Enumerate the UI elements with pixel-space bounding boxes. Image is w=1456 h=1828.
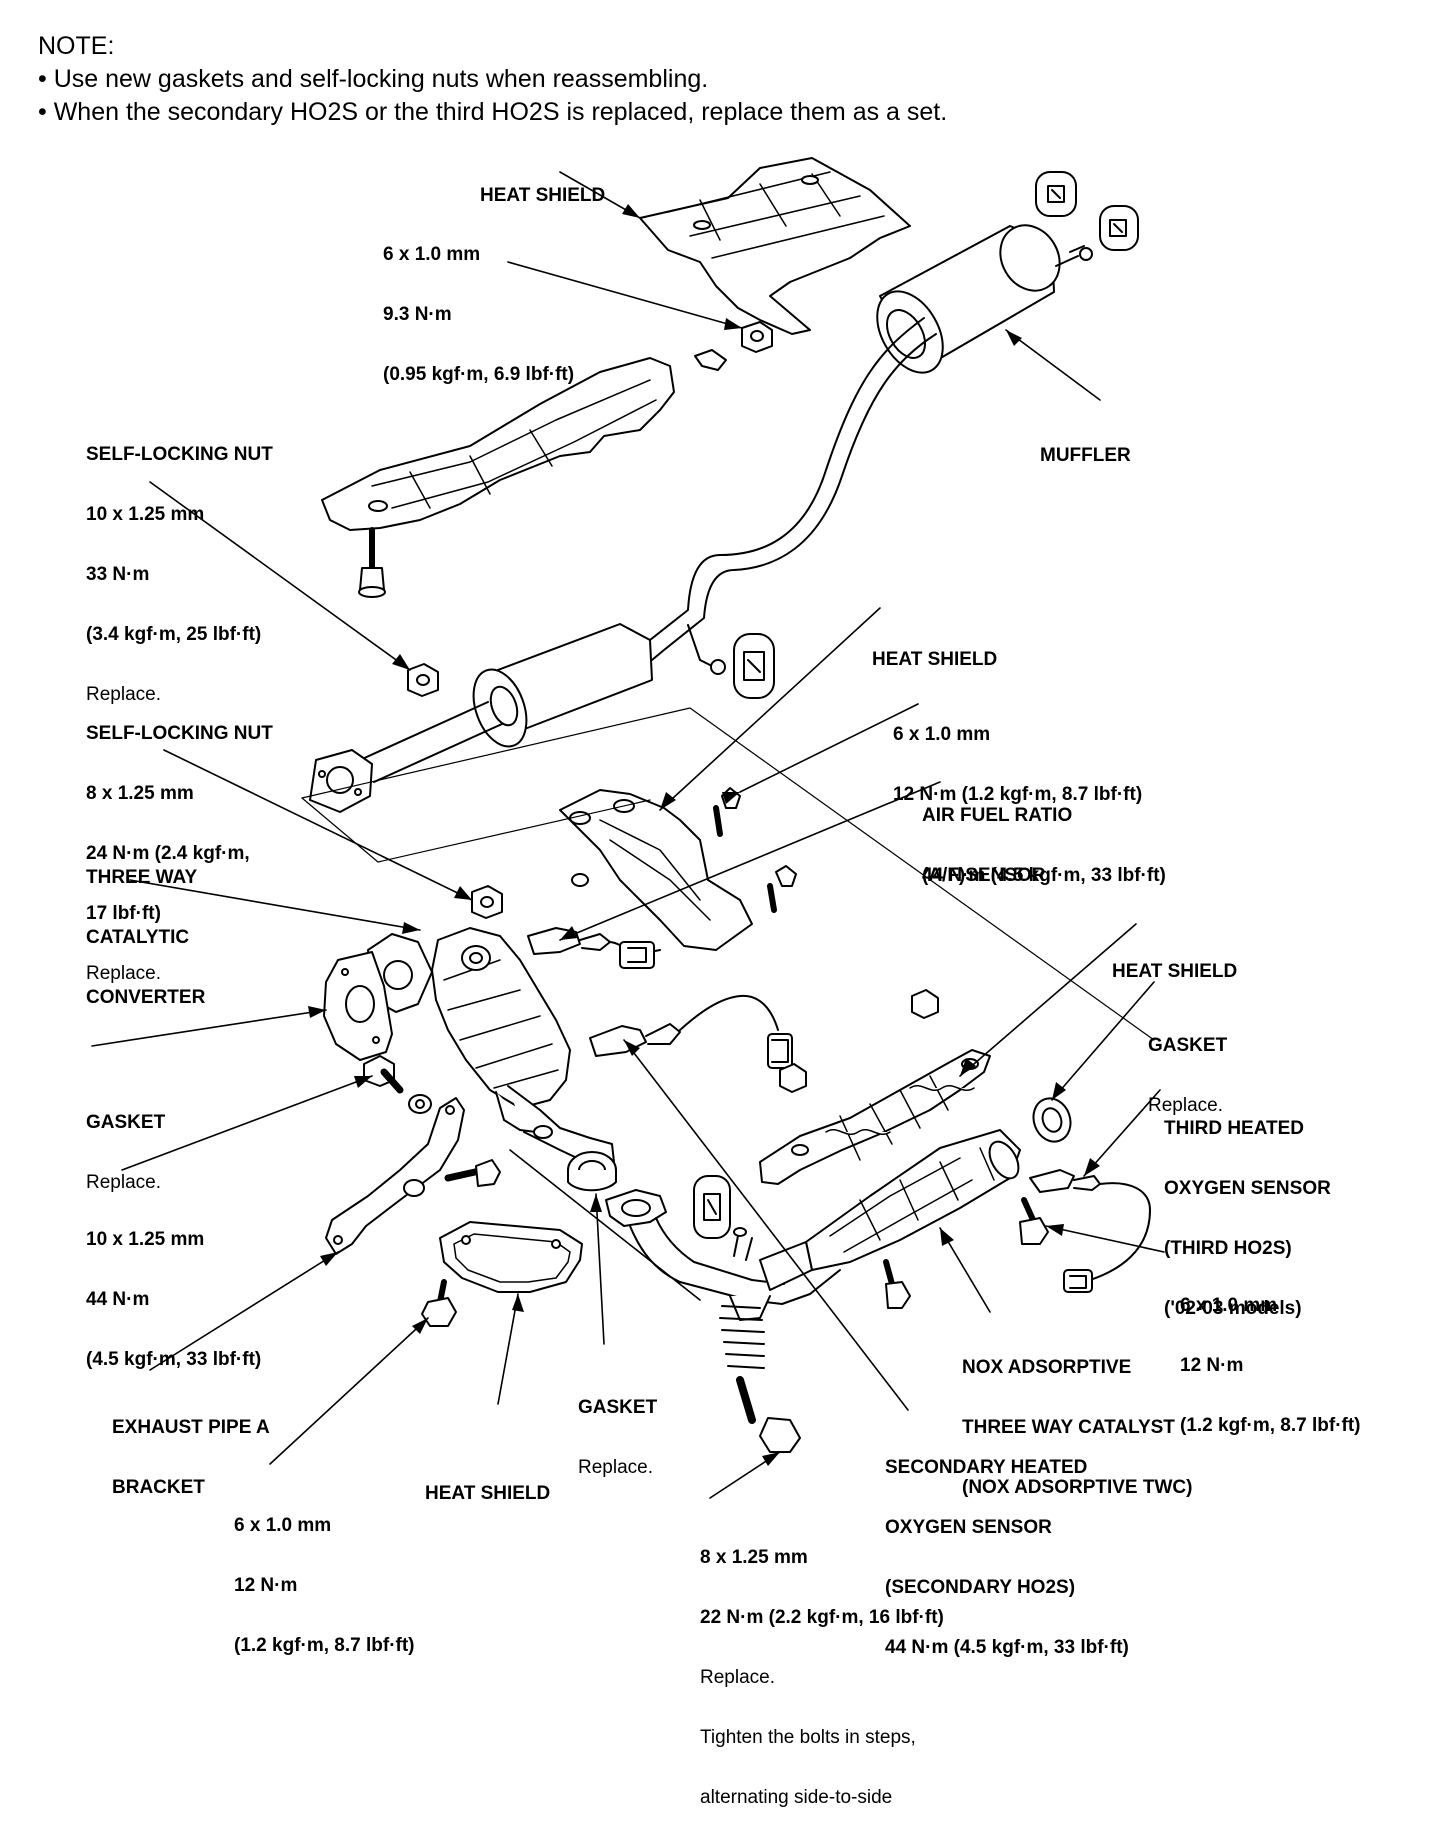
label-gasket-right: GASKET Replace. xyxy=(1148,1035,1228,1116)
nuts-heat-shield-right xyxy=(779,989,939,1093)
resonator-part xyxy=(309,623,653,813)
exhaust-system-diagram xyxy=(91,157,1165,1499)
heat-shield-mid-part xyxy=(559,789,753,951)
label-bolt-6x1-bottom: 6 x 1.0 mm 12 N·m (1.2 kgf·m, 8.7 lbf·ft… xyxy=(234,1515,415,1656)
muffler-part xyxy=(876,224,1093,374)
hanger-rubber-bottom xyxy=(693,1175,731,1239)
three-way-catalytic-converter-part xyxy=(367,927,615,1167)
label-three-way-catalytic-converter: THREE WAY CATALYTIC CONVERTER xyxy=(86,867,206,1008)
label-bolt-8x125: 8 x 1.25 mm 22 N·m (2.2 kgf·m, 16 lbf·ft… xyxy=(700,1547,944,1808)
label-nox-adsorptive-twc: NOX ADSORPTIVE THREE WAY CATALYST (NOX A… xyxy=(962,1357,1193,1498)
exhaust-pipe-a-bracket-part xyxy=(325,1097,465,1255)
third-ho2s-part xyxy=(1029,1169,1151,1293)
note-item-ho2s: • When the secondary HO2S or the third H… xyxy=(38,98,948,126)
nut-top-part xyxy=(694,321,773,371)
label-bolt-10x125: 10 x 1.25 mm 44 N·m (4.5 kgf·m, 33 lbf·f… xyxy=(86,1229,262,1370)
heat-shield-bottom-part xyxy=(439,1221,583,1293)
nut-self-locking-8-part xyxy=(471,885,503,919)
gasket-bottom-part xyxy=(567,1151,617,1192)
heat-shield-upper-mid-part xyxy=(321,357,675,531)
label-heat-shield-mid: HEAT SHIELD xyxy=(872,649,998,670)
secondary-ho2s-part xyxy=(589,994,793,1069)
bolt-heat-shield-upper-part xyxy=(358,527,386,598)
label-gasket-bottom: GASKET Replace. xyxy=(578,1397,658,1478)
note-heading: NOTE: xyxy=(38,32,115,60)
bolt-heat-shield-bottom-part xyxy=(421,1279,457,1327)
note-block: NOTE: • Use new gaskets and self-locking… xyxy=(38,30,947,129)
bolts-nox-twc xyxy=(883,1197,1049,1309)
bolt-bracket-part xyxy=(403,1159,501,1197)
label-gasket-left: GASKET Replace. xyxy=(86,1112,166,1193)
label-heat-shield-top: HEAT SHIELD xyxy=(480,185,606,206)
label-third-ho2s: THIRD HEATED OXYGEN SENSOR (THIRD HO2S) … xyxy=(1164,1118,1331,1319)
assembly-outline xyxy=(301,707,1155,1041)
hanger-rubbers-top xyxy=(1035,171,1139,251)
label-af-sensor-torque: 44 N·m (4.5 kgf·m, 33 lbf·ft) xyxy=(922,865,1166,886)
label-af-sensor: AIR FUEL RATIO (A/F)SENSOR xyxy=(922,805,1073,886)
label-secondary-ho2s: SECONDARY HEATED OXYGEN SENSOR (SECONDAR… xyxy=(885,1457,1129,1658)
label-exhaust-pipe-a-bracket: EXHAUST PIPE A BRACKET xyxy=(112,1417,270,1498)
note-item-gaskets: • Use new gaskets and self-locking nuts … xyxy=(38,65,709,93)
label-bolt-6x1-right: 6 x 1.0 mm 12 N·m (1.2 kgf·m, 8.7 lbf·ft… xyxy=(1180,1295,1361,1436)
leader-lines xyxy=(91,171,1165,1499)
gasket-left-part xyxy=(323,951,393,1061)
label-self-locking-nut-10: SELF-LOCKING NUT 10 x 1.25 mm 33 N·m (3.… xyxy=(86,444,273,705)
spring-bolt-part xyxy=(719,1305,801,1453)
hanger-rubber-mid xyxy=(733,633,775,699)
label-heat-shield-bottom: HEAT SHIELD xyxy=(425,1483,551,1504)
label-self-locking-nut-8: SELF-LOCKING NUT 8 x 1.25 mm 24 N·m (2.4… xyxy=(86,723,273,984)
heat-shield-top-part xyxy=(639,157,911,335)
gasket-right-part xyxy=(1032,1097,1072,1143)
arrowheads xyxy=(308,204,1100,1466)
nut-self-locking-10-part xyxy=(407,663,439,697)
af-sensor-part xyxy=(527,927,661,969)
label-nut-6x1-top: 6 x 1.0 mm 9.3 N·m (0.95 kgf·m, 6.9 lbf·… xyxy=(383,244,575,385)
bolt-10x125-part xyxy=(363,1055,432,1114)
label-bolt-6x1-mid: 6 x 1.0 mm 12 N·m (1.2 kgf·m, 8.7 lbf·ft… xyxy=(893,724,1143,805)
exhaust-pipe-long xyxy=(639,317,937,675)
label-muffler: MUFFLER xyxy=(1040,445,1131,466)
label-heat-shield-right: HEAT SHIELD xyxy=(1112,961,1238,982)
nox-adsorptive-twc-part xyxy=(759,1129,1021,1291)
